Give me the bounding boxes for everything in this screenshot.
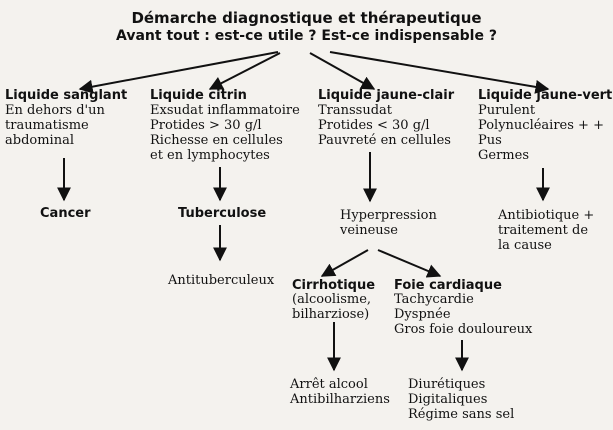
diagram-subtitle: Avant tout : est-ce utile ? Est-ce indis…	[116, 28, 497, 44]
heading-liquide-sanglant: Liquide sanglant	[5, 88, 128, 103]
details-liquide-sanglant: En dehors d'un traumatisme abdominal	[5, 103, 105, 148]
diagram-title: Démarche diagnostique et thérapeutique	[131, 9, 482, 27]
arrow-to-cirrhotique	[320, 249, 369, 277]
arrow-to-jaune-vert	[329, 51, 550, 94]
result-tuberculose: Tuberculose	[178, 206, 267, 221]
heading-cirrhotique: Cirrhotique	[292, 278, 376, 293]
treatment-jaune-vert: Antibiotique + traitement de la cause	[498, 208, 595, 253]
treatment-cirrhotique: Arrêt alcool Antibilharziens	[290, 377, 390, 407]
details-liquide-citrin: Exsudat inflammatoire Protides > 30 g/l …	[150, 103, 300, 163]
heading-foie-cardiaque: Foie cardiaque	[394, 278, 502, 293]
hyperpression-veineuse: Hyperpression veineuse	[340, 208, 437, 238]
result-cancer: Cancer	[40, 206, 91, 221]
arrow-to-foie-cardiaque	[377, 249, 442, 278]
treatment-foie-cardiaque: Diurétiques Digitaliques Régime sans sel	[408, 377, 515, 422]
heading-liquide-citrin: Liquide citrin	[150, 88, 247, 103]
treatment-antituberculeux: Antituberculeux	[168, 273, 275, 288]
details-foie-cardiaque: Tachycardie Dyspnée Gros foie douloureux	[394, 292, 533, 337]
arrow-to-citrin	[208, 52, 281, 90]
details-cirrhotique: (alcoolisme, bilharziose)	[292, 292, 372, 322]
arrow-to-jaune-clair	[309, 52, 376, 90]
arrow-to-sanglant	[78, 51, 279, 94]
details-liquide-jaune-vert: Purulent Polynucléaires + + Pus Germes	[478, 103, 604, 163]
heading-liquide-jaune-vert: Liquide jaune-vert	[478, 88, 613, 103]
details-liquide-jaune-clair: Transsudat Protides < 30 g/l Pauvreté en…	[318, 103, 451, 148]
heading-liquide-jaune-clair: Liquide jaune-clair	[318, 88, 455, 103]
